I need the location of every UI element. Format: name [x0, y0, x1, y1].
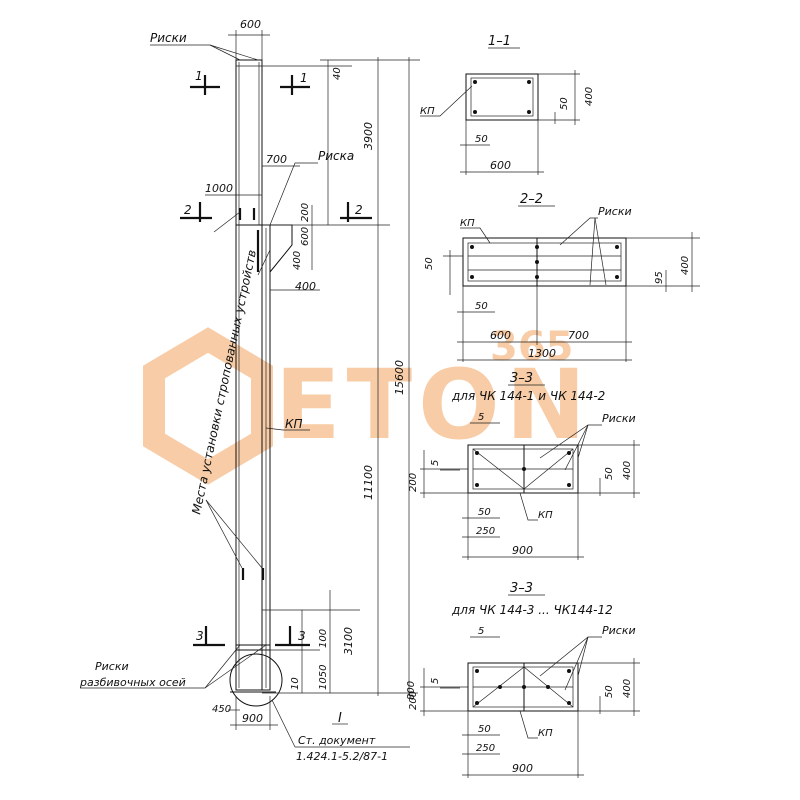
dim-3900: 3900 — [362, 122, 375, 150]
dimension-label: 1 — [300, 71, 308, 85]
section-3-3b-subtitle: для ЧК 144-3 ... ЧК144-12 — [451, 603, 613, 617]
dimension-label: 200 — [408, 473, 419, 492]
label-riski-top: Риски — [150, 31, 187, 45]
dimension-label: 95 — [654, 271, 665, 284]
dim-10: 10 — [290, 677, 301, 690]
dim-1000: 1000 — [205, 182, 233, 195]
dim-200: 200 — [300, 203, 311, 222]
dimension-label: 200 — [408, 691, 419, 710]
dim-600-top: 600 — [240, 18, 261, 31]
dimension-label: 600 — [490, 329, 511, 342]
dimension-label: 250 — [476, 526, 495, 537]
section-marker-1: 1 1 — [190, 69, 310, 95]
dimension-label: 50 — [604, 467, 615, 480]
section-2-2-riski: Риски — [598, 205, 632, 218]
section-2-2: 2–2 КП Риски 400 95 50 50 600 700 — [424, 192, 700, 362]
dimension-label: 400 — [622, 461, 633, 480]
label-kp-elevation: КП — [285, 417, 303, 431]
section-3-3-a: 3–3 для ЧК 144-1 и ЧК 144-2 5 Риски КП 4… — [408, 371, 640, 560]
dim-1050: 1050 — [318, 665, 329, 690]
dimension-label: 900 — [512, 762, 533, 775]
label-doc-2: 1.424.1-5.2/87-1 — [296, 750, 388, 763]
dimension-label: 600 — [490, 159, 511, 172]
dim-3100: 3100 — [342, 627, 355, 655]
section-3-3-b: 3–3 для ЧК 144-3 ... ЧК144-12 5 Риски КП… — [408, 581, 640, 778]
label-riski-bottom-1: Риски — [95, 660, 129, 673]
dimension-label: 5 — [478, 626, 484, 637]
section-3-3a-kp: КП — [538, 510, 553, 521]
dim-700: 700 — [266, 153, 287, 166]
section-1-1: 1–1 КП 400 50 50 600 — [420, 34, 595, 175]
dimension-label: 2 — [355, 203, 363, 217]
dim-800: 800 — [406, 681, 417, 700]
dimension-label: 2 — [184, 203, 192, 217]
label-riska-mid: Риска — [318, 149, 354, 163]
dimension-label: 3 — [298, 629, 306, 643]
dimension-label: 50 — [475, 134, 488, 145]
watermark-text: ETON — [275, 349, 592, 461]
watermark: ETON 365 — [143, 324, 592, 485]
dim-100: 100 — [318, 629, 329, 648]
label-riski-bottom-2: разбивочных осей — [79, 676, 186, 689]
section-2-2-kp: КП — [460, 218, 475, 229]
dimension-label: 250 — [476, 743, 495, 754]
detail-I-circle — [229, 653, 283, 707]
section-2-2-title: 2–2 — [520, 192, 543, 207]
dimension-label: 700 — [568, 329, 589, 342]
dim-40: 40 — [332, 67, 343, 80]
dimension-label: 5 — [430, 460, 441, 466]
dim-15600: 15600 — [393, 360, 406, 395]
label-doc-1: Ст. документ — [298, 734, 376, 747]
dim-600-console: 600 — [300, 227, 311, 246]
dim-450: 450 — [212, 704, 231, 715]
section-marker-3: 3 3 — [193, 626, 310, 647]
dimension-label: 400 — [622, 679, 633, 698]
column-lower-shaft — [235, 224, 271, 691]
section-3-3a-subtitle: для ЧК 144-1 и ЧК 144-2 — [451, 389, 605, 403]
section-3-3b-riski: Риски — [602, 624, 636, 637]
dim-400-console-w: 400 — [295, 280, 316, 293]
section-3-3a-title: 3–3 — [510, 371, 533, 386]
section-1-1-title: 1–1 — [488, 34, 511, 49]
dimension-label: 1300 — [528, 347, 556, 360]
section-3-3a-riski: Риски — [602, 412, 636, 425]
section-3-3b-kp: КП — [538, 728, 553, 739]
dimension-label: 50 — [604, 685, 615, 698]
dimension-label: 5 — [478, 412, 484, 423]
dimension-label: 900 — [512, 544, 533, 557]
dimension-label: 400 — [584, 87, 595, 106]
dimension-label: 1 — [195, 69, 203, 83]
dim-11100: 11100 — [362, 465, 375, 500]
label-mesta: Места установки стропованных устройств — [189, 249, 259, 516]
section-marker-2: 2 2 — [180, 202, 372, 222]
label-detail-I: I — [338, 711, 342, 726]
dimension-label: 50 — [478, 507, 491, 518]
dim-900-base: 900 — [242, 712, 263, 725]
dimension-label: 50 — [478, 724, 491, 735]
column-console — [262, 224, 293, 273]
watermark-sub: 365 — [490, 324, 574, 370]
dim-400-console: 400 — [292, 251, 303, 270]
section-3-3b-title: 3–3 — [510, 581, 533, 596]
dimension-label: 50 — [475, 301, 488, 312]
dimension-label: 5 — [430, 678, 441, 684]
section-1-1-kp: КП — [420, 106, 435, 117]
dimension-label: 50 — [559, 97, 570, 110]
dimension-label: 3 — [196, 629, 204, 643]
dimension-label: 50 — [424, 257, 435, 270]
dimension-label: 400 — [680, 256, 691, 275]
